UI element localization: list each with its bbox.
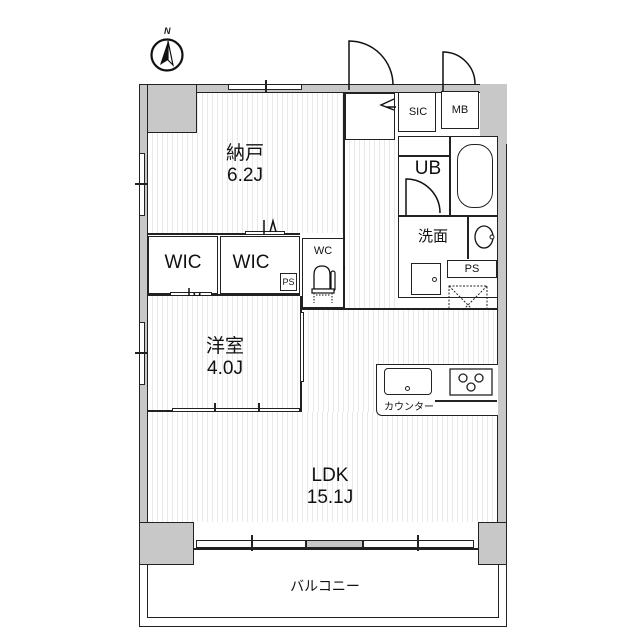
room-western-size: 4.0J xyxy=(207,357,243,379)
mb-door-swing xyxy=(442,51,476,91)
room-storage-label: 納戸 6.2J xyxy=(210,143,280,187)
balcony-label: バルコニー xyxy=(290,578,360,594)
door-storage xyxy=(245,231,285,235)
entrance-door-swing xyxy=(348,40,394,90)
room-western-name: 洋室 xyxy=(205,336,244,357)
entrance xyxy=(345,93,395,140)
room-wc-label: WC xyxy=(313,245,333,257)
north-arrow-icon xyxy=(150,38,184,72)
wall-top-right-block xyxy=(480,84,507,144)
bathtub-icon xyxy=(457,144,493,208)
room-western xyxy=(148,296,300,410)
room-sic-label: SIC xyxy=(408,106,428,118)
door-wic xyxy=(170,292,212,296)
room-washroom-label: 洗面 xyxy=(417,228,448,245)
room-ldk-size: 15.1J xyxy=(306,486,354,508)
room-ps-wic-label: PS xyxy=(282,277,295,287)
door-western xyxy=(300,312,304,382)
column-bottom-left xyxy=(139,522,194,565)
hallway xyxy=(345,140,395,310)
ub-door-swing xyxy=(405,178,441,215)
room-ub-label: UB xyxy=(414,158,442,179)
room-ps-wic xyxy=(280,273,297,291)
room-mb xyxy=(441,91,479,129)
window-left-storage xyxy=(139,153,145,216)
room-western-label: 洋室 4.0J xyxy=(190,336,260,380)
room-wic-2-label: WIC xyxy=(232,252,270,273)
balcony xyxy=(139,565,507,627)
stove-icon xyxy=(449,368,493,396)
room-ldk-label: LDK 15.1J xyxy=(280,465,380,509)
room-storage-name: 納戸 xyxy=(225,143,264,164)
room-ps-wash-label: PS xyxy=(464,263,480,275)
room-mb-label: MB xyxy=(451,104,469,116)
window-balcony-right xyxy=(363,540,474,548)
column-bottom-right xyxy=(478,522,507,565)
room-wic-1-label: WIC xyxy=(164,252,202,273)
wall-right xyxy=(497,84,507,564)
room-ldk xyxy=(148,412,497,522)
washbasin-icon xyxy=(474,225,495,249)
counter-label: カウンター xyxy=(384,402,434,413)
compass-north-label: N xyxy=(164,26,171,36)
window-left-western xyxy=(139,322,145,385)
room-sic xyxy=(398,92,436,132)
toilet-icon xyxy=(311,265,336,303)
room-wic-1 xyxy=(148,236,218,294)
wall-storage-bottom xyxy=(148,233,300,235)
room-storage-size: 6.2J xyxy=(227,164,263,186)
door-western-sliding xyxy=(172,408,300,412)
room-ldk-name: LDK xyxy=(311,465,349,486)
room-ps-wash xyxy=(447,260,497,278)
sink-icon xyxy=(384,368,432,395)
